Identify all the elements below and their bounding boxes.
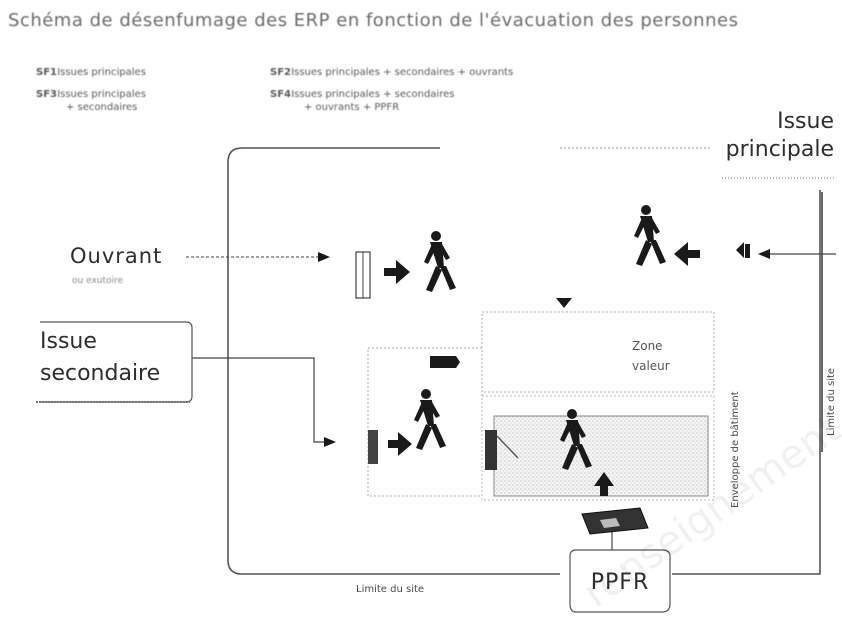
issue-principale-line: principale: [725, 137, 834, 162]
issue-secondaire-connector: [192, 357, 326, 443]
principal-door-marker: [736, 242, 744, 258]
legend-code: SF2: [270, 67, 291, 78]
issue-secondaire-connector-arrow: [324, 437, 336, 447]
legend-text: + ouvrants + PPFR: [304, 102, 400, 113]
legend-item-sf3: SF3 Issues principales + secondaires: [36, 88, 146, 114]
exit-arrow-ppfr: [594, 472, 614, 496]
zone-valeur-line: valeur: [632, 359, 670, 373]
legend-item-sf2: SF2 Issues principales + secondaires + o…: [270, 66, 513, 79]
legend-code: SF3: [36, 89, 57, 100]
issue-secondaire-line: secondaire: [40, 361, 161, 386]
enveloppe-batiment-label: Enveloppe de bâtiment: [730, 391, 741, 508]
ppfr-device-light: [600, 518, 620, 528]
issue-principale-line: Issue: [777, 109, 834, 134]
legend-item-sf4: SF4 Issues principales + secondaires + o…: [270, 88, 454, 114]
exit-arrow-upper: [430, 356, 460, 368]
principal-door-marker-bar: [745, 244, 750, 258]
limite-site-bottom-label: Limite du site: [356, 584, 425, 595]
site-boundary-top: [227, 147, 440, 163]
legend-item-sf1: SF1 Issues principales: [36, 66, 146, 79]
lower-room-outline: [481, 395, 715, 501]
ouvrant-label: Ouvrant: [70, 244, 163, 268]
legend-code: SF4: [270, 89, 291, 100]
inner-door-swing: [496, 435, 519, 459]
legend-text: Issues principales: [57, 89, 146, 100]
limite-site-right-label: Limite du site: [826, 367, 837, 436]
issue-secondaire-line: Issue: [40, 329, 97, 354]
ppfr-label: PPFR: [590, 570, 650, 595]
issue-principale-connector-arrow: [758, 249, 770, 259]
person-walking-3: [414, 389, 446, 450]
exit-arrow-principal: [674, 242, 700, 266]
ppfr-frame: [569, 549, 671, 613]
secondary-door: [368, 430, 378, 464]
zone-valeur-room: [481, 311, 715, 393]
inner-door: [485, 430, 497, 470]
diagram-title: Schéma de désenfumage des ERP en fonctio…: [8, 10, 739, 31]
issue-secondaire-label: Issue secondaire: [40, 326, 160, 390]
issue-principale-label: Issue principale: [720, 108, 834, 164]
ouvrant-connector-arrow: [318, 252, 330, 262]
zone-valeur-line: Zone: [632, 339, 663, 353]
legend-text: + secondaires: [66, 102, 138, 113]
issue-secondaire-frame: [40, 321, 193, 403]
legend-text: Issues principales + secondaires: [291, 89, 455, 100]
building-envelope-left: [367, 347, 483, 497]
site-boundary: [227, 162, 821, 575]
ouvrant-sublabel: ou exutoire: [72, 276, 124, 286]
exit-arrow-ouvrant: [384, 260, 410, 284]
legend-text: Issues principales + secondaires + ouvra…: [291, 67, 514, 78]
legend-text: Issues principales: [57, 67, 146, 78]
person-walking-1: [424, 231, 456, 292]
person-walking-2: [634, 205, 666, 266]
small-triangle-marker: [556, 298, 572, 308]
zone-valeur-label: Zone valeur: [632, 336, 670, 376]
exit-arrow-secondary: [388, 432, 412, 456]
legend-code: SF1: [36, 67, 57, 78]
